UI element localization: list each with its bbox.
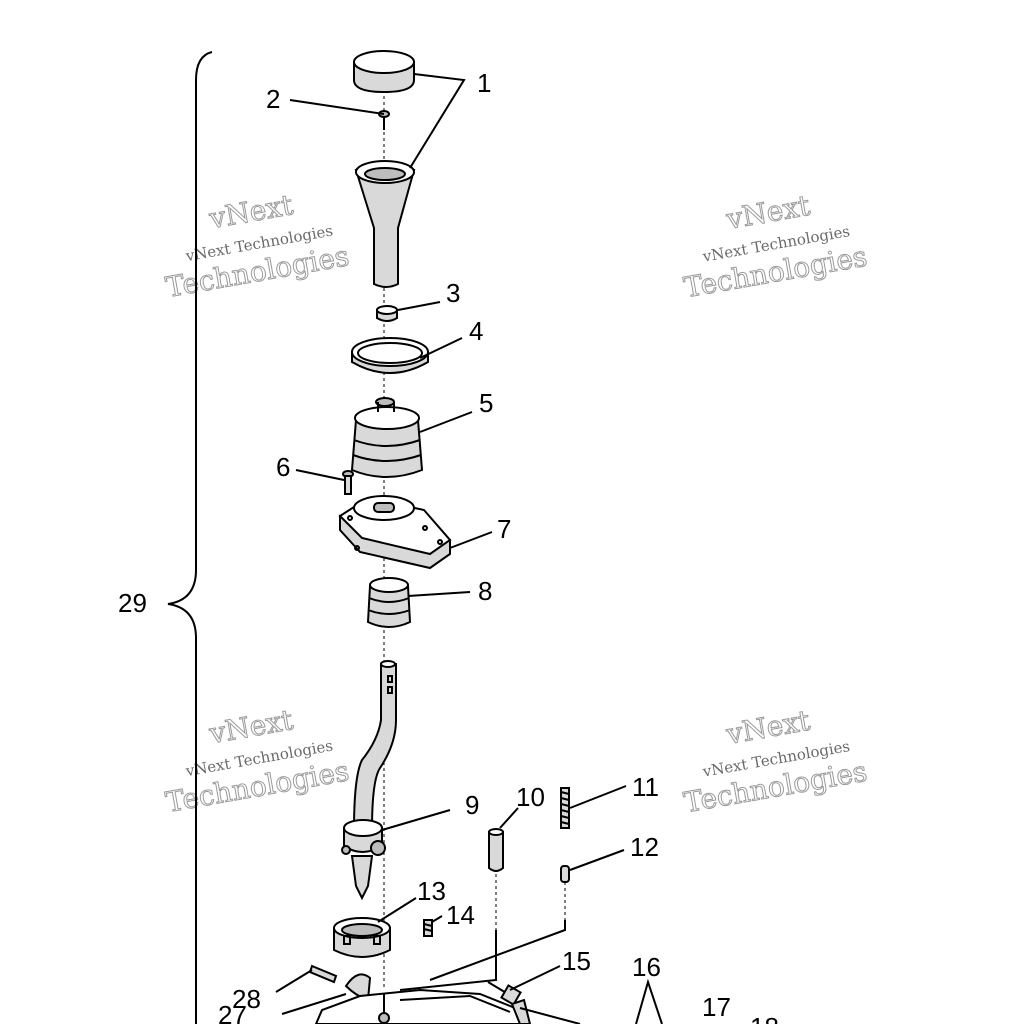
svg-text:vNext: vNext bbox=[206, 703, 296, 750]
svg-text:vNext: vNext bbox=[723, 189, 813, 236]
label-part-5: 5 bbox=[479, 388, 493, 418]
svg-text:vNext: vNext bbox=[723, 704, 813, 751]
label-part-29: 29 bbox=[118, 588, 147, 618]
lever-clip bbox=[344, 973, 372, 1002]
pivot-collar bbox=[333, 917, 391, 958]
plate-screw bbox=[342, 470, 354, 495]
knob-body bbox=[354, 160, 416, 288]
shift-lever bbox=[341, 660, 397, 901]
svg-text:vNext: vNext bbox=[206, 188, 296, 235]
base-housing bbox=[314, 988, 521, 1024]
label-part-17: 17 bbox=[702, 992, 731, 1022]
label-part-1: 1 bbox=[477, 68, 491, 98]
watermark-bottom-right: vNext vNext Technologies Technologies bbox=[681, 703, 870, 820]
watermark-top-right: vNext vNext Technologies Technologies bbox=[681, 188, 870, 305]
label-part-6: 6 bbox=[276, 452, 290, 482]
detent-ball bbox=[429, 865, 570, 981]
watermark-bottom-left: vNext vNext Technologies Technologies bbox=[163, 703, 352, 820]
label-part-13: 13 bbox=[417, 876, 446, 906]
label-part-3: 3 bbox=[446, 278, 460, 308]
label-part-28: 28 bbox=[232, 984, 261, 1014]
detent-spring bbox=[560, 787, 570, 829]
shift-boot bbox=[350, 397, 424, 478]
label-part-2: 2 bbox=[266, 84, 280, 114]
watermark-top-left: vNext vNext Technologies Technologies bbox=[163, 188, 352, 305]
detent-pin bbox=[399, 828, 504, 991]
mounting-plate bbox=[338, 495, 452, 570]
label-part-27: 27 bbox=[218, 1000, 247, 1024]
spring-bellows bbox=[366, 577, 412, 628]
retaining-ring bbox=[351, 337, 429, 374]
label-part-7: 7 bbox=[497, 514, 511, 544]
label-part-11: 11 bbox=[632, 772, 659, 802]
bushing bbox=[376, 305, 398, 322]
roll-pin bbox=[308, 964, 338, 984]
label-part-14: 14 bbox=[446, 900, 475, 930]
label-part-15: 15 bbox=[562, 946, 591, 976]
label-part-8: 8 bbox=[478, 576, 492, 606]
label-part-9: 9 bbox=[465, 790, 479, 820]
assembly-brace bbox=[167, 51, 213, 1024]
label-part-10: 10 bbox=[516, 782, 545, 812]
label-part-16: 16 bbox=[632, 952, 661, 982]
leader-lines bbox=[275, 73, 663, 1024]
label-part-4: 4 bbox=[469, 316, 483, 346]
label-part-18: 18 bbox=[750, 1012, 779, 1024]
set-screw bbox=[423, 919, 433, 937]
label-part-12: 12 bbox=[630, 832, 659, 862]
knob-cap bbox=[353, 50, 415, 94]
